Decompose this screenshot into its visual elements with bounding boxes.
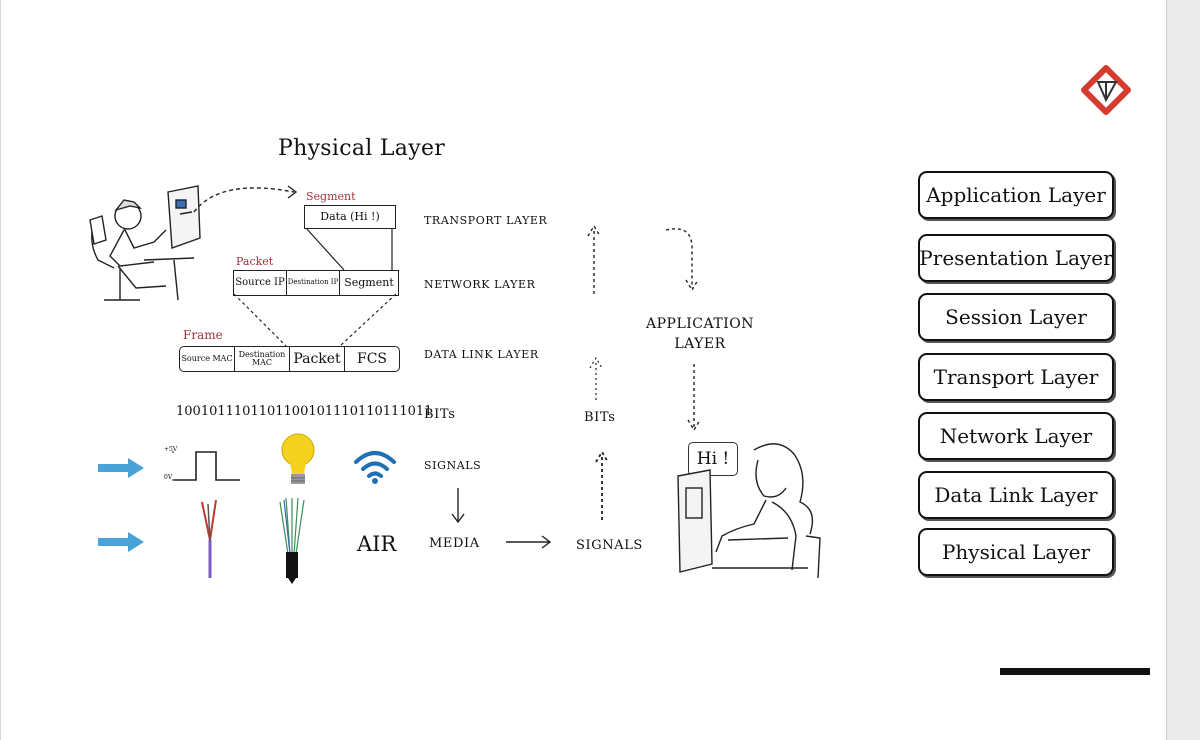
osi-datalink-layer: Data Link Layer	[918, 471, 1114, 519]
frame-packet-cell: Packet	[290, 347, 345, 371]
bits-label: BITs	[424, 407, 456, 422]
curved-down-arrow	[665, 228, 699, 292]
frame-destination-mac-cell: Destination MAC	[235, 347, 290, 371]
frame-label: Frame	[183, 328, 223, 342]
signals-to-media-arrow	[451, 488, 465, 524]
copper-wire-icon	[201, 499, 217, 578]
frame-fcs-cell: FCS	[356, 350, 388, 367]
blue-arrow-signals-icon	[98, 458, 144, 478]
osi-physical-layer: Physical Layer	[918, 528, 1114, 576]
page-title: Physical Layer	[278, 136, 446, 161]
application-label-line1: APPLICATION	[646, 316, 754, 332]
page-left-edge	[0, 0, 1, 740]
up-arrow-datalink	[589, 356, 603, 400]
packet-label: Packet	[236, 255, 274, 268]
transport-layer-label: TRANSPORT LAYER	[424, 214, 548, 227]
network-layer-label: NETWORK LAYER	[424, 278, 536, 291]
signals-label: SIGNALS	[424, 459, 482, 472]
air-label: AIR	[357, 532, 397, 556]
application-layer-label: APPLICATION LAYER	[640, 314, 760, 354]
receiver-signals-label: SIGNALS	[576, 538, 643, 553]
speech-bubble: Hi !	[688, 442, 738, 476]
square-wave-signal-icon	[172, 451, 240, 481]
osi-session-layer: Session Layer	[918, 293, 1114, 341]
frame-box: Source MAC Destination MAC Packet FCS	[179, 346, 400, 372]
segment-data-cell: Data (Hi !)	[320, 210, 380, 224]
packet-to-frame-connectors	[233, 293, 397, 347]
sender-person-illustration	[89, 185, 201, 301]
packet-segment-cell: Segment	[344, 276, 394, 290]
receiver-person-illustration	[677, 443, 821, 579]
segment-to-packet-connectors	[305, 227, 393, 271]
media-label: MEDIA	[429, 536, 480, 551]
osi-presentation-layer: Presentation Layer	[918, 234, 1114, 282]
signal-low-label: 0V	[164, 474, 173, 481]
wifi-icon	[354, 451, 396, 484]
datalink-layer-label: DATA LINK LAYER	[424, 348, 539, 361]
light-bulb-icon	[281, 433, 315, 484]
frame-source-mac-cell: Source MAC	[180, 347, 235, 371]
osi-network-layer: Network Layer	[918, 412, 1114, 460]
up-arrow-network	[587, 224, 601, 294]
down-arrow-receiver	[687, 364, 701, 432]
osi-transport-layer: Transport Layer	[918, 353, 1114, 401]
blue-arrow-media-icon	[98, 532, 144, 552]
packet-source-ip-cell: Source IP	[234, 271, 287, 295]
osi-application-layer: Application Layer	[918, 171, 1114, 219]
up-arrow-signals	[595, 450, 609, 520]
bottom-bar-decoration	[1000, 668, 1150, 675]
segment-box: Data (Hi !)	[304, 205, 396, 229]
speech-text: Hi !	[696, 449, 730, 469]
application-label-line2: LAYER	[674, 336, 726, 352]
signal-high-label: +5V	[164, 446, 178, 453]
scrollbar-strip[interactable]	[1166, 0, 1200, 740]
media-to-signals-arrow	[506, 535, 552, 549]
fiber-cable-icon	[279, 497, 305, 584]
packet-box: Source IP Destination IP Segment	[233, 270, 399, 296]
dashed-arrow-sender	[193, 185, 298, 213]
logo-icon	[1081, 65, 1131, 115]
bit-string: 1001011101101100101110110111011	[176, 404, 433, 419]
receiver-bits-label: BITs	[584, 410, 616, 425]
packet-destination-ip-cell: Destination IP	[287, 271, 340, 295]
segment-label: Segment	[306, 190, 356, 203]
